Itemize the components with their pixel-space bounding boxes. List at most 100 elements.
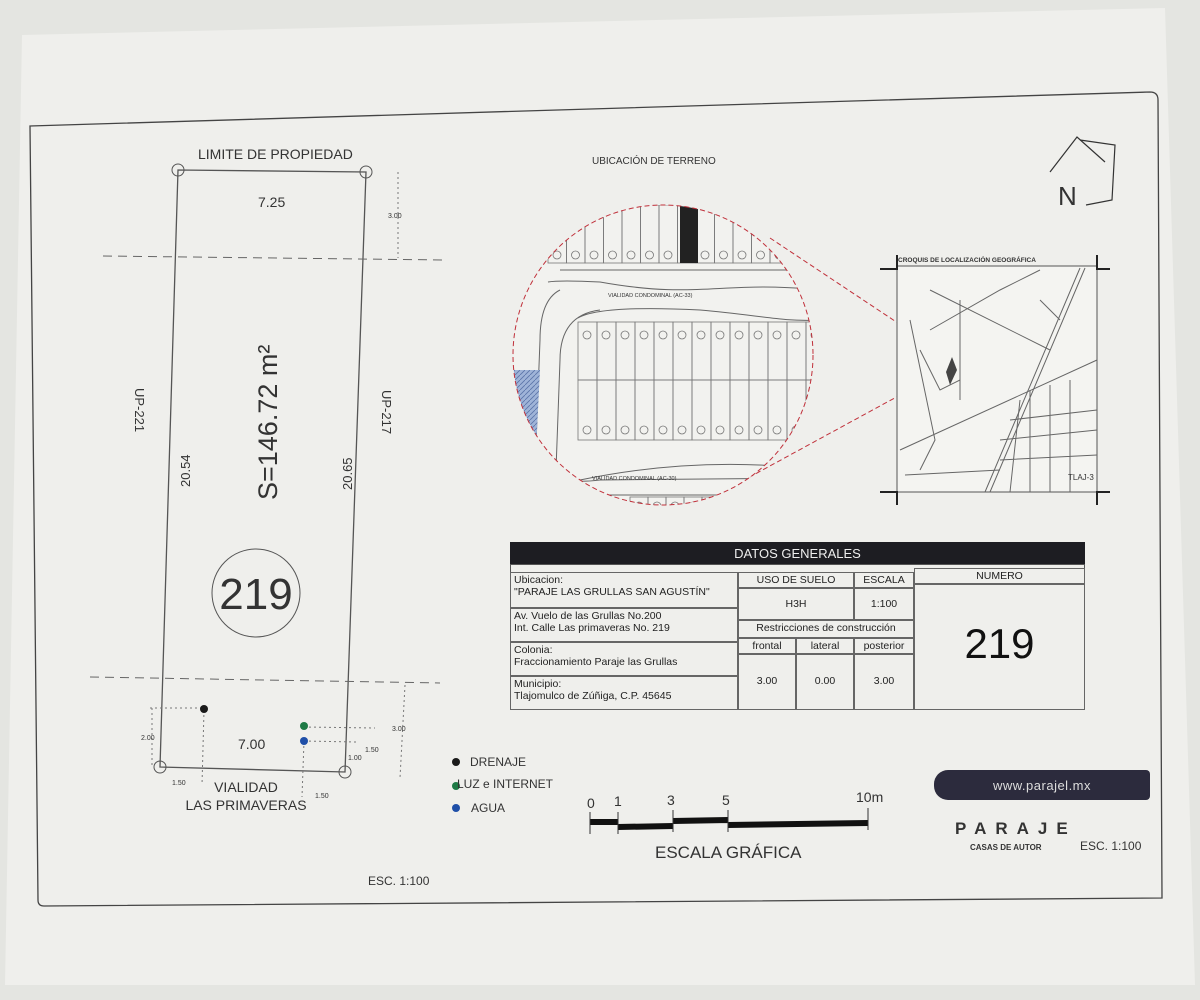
lot-outline (620, 425, 630, 435)
uso-suelo-value: H3H (738, 588, 854, 620)
left-length-dim: 20.54 (178, 454, 193, 487)
paraje-logo: PARAJE (955, 819, 1077, 838)
scale-tick-3: 3 (667, 792, 675, 808)
lot-outline (772, 425, 782, 435)
lot-outline (719, 250, 728, 260)
lot-outline (715, 425, 725, 435)
area-label: S=146.72 m² (253, 345, 283, 500)
lot-outline (700, 250, 710, 260)
water-point (300, 737, 308, 745)
locator-map: CROQUIS DE LOCALIZACIÓN GEOGRÁFICA TLAJ-… (880, 255, 1110, 505)
legend-luz-internet: LUZ e INTERNET (457, 777, 554, 791)
dim-1-50-c: 1.50 (365, 747, 379, 754)
lot-outline (753, 330, 763, 340)
colonia-value: Fraccionamiento Paraje las Grullas (514, 656, 678, 668)
lot-outline (772, 330, 782, 340)
colonia-label: Colonia: (514, 644, 553, 656)
locator-map-title: CROQUIS DE LOCALIZACIÓN GEOGRÁFICA (898, 255, 1036, 264)
numero-label: NUMERO (914, 568, 1085, 584)
graphic-scale: 0 1 3 5 10m ESCALA GRÁFICA (587, 789, 883, 862)
lot-outline (601, 425, 611, 435)
ubicacion-label: Ubicacion: (514, 574, 564, 586)
brand-tagline: CASAS DE AUTOR (970, 843, 1042, 852)
power-internet-point (300, 722, 308, 730)
property-plot: LIMITE DE PROPIEDAD 3.00 7.25 20.54 20.6… (89, 146, 446, 888)
colonia-cell: Colonia: Fraccionamiento Paraje las Grul… (510, 642, 738, 676)
lateral-label: lateral (796, 638, 854, 654)
lot-outline (791, 330, 801, 340)
lot-outline (696, 330, 706, 340)
frontal-value: 3.00 (738, 654, 796, 710)
lot-outline (552, 250, 562, 260)
front-setback-dim: 3.00 (392, 726, 406, 733)
street-name-1: VIALIDAD (214, 779, 278, 795)
lateral-value: 0.00 (796, 654, 854, 710)
lot-outline (601, 330, 611, 340)
lot-outline (737, 250, 747, 260)
lot-outline (658, 425, 668, 435)
legend-dot-drenaje (452, 758, 460, 766)
lot-outline (658, 330, 668, 340)
rear-setback-dim: 3.00 (388, 213, 402, 220)
right-length-dim: 20.65 (340, 457, 355, 490)
lot-number-circle (211, 548, 301, 638)
posterior-value: 3.00 (854, 654, 914, 710)
frontal-label: frontal (738, 638, 796, 654)
lot-outline (645, 250, 654, 260)
legend-drenaje: DRENAJE (470, 755, 526, 769)
utilities-legend: DRENAJE LUZ e INTERNET AGUA (452, 755, 554, 815)
scale-tick-5: 5 (722, 792, 730, 808)
locator-map-label: TLAJ-3 (1068, 473, 1094, 482)
municipio-value: Tlajomulco de Zúñiga, C.P. 45645 (514, 690, 672, 702)
street-label-ac30: VIALIDAD CONDOMINAL (AC-30) (592, 476, 677, 482)
lot-outline (634, 501, 644, 505)
lot-outline (670, 501, 680, 505)
street-label-ac33: VIALIDAD CONDOMINAL (AC-33) (608, 293, 693, 299)
escala-value: 1:100 (854, 588, 914, 620)
dim-1-00: 1.00 (348, 755, 362, 762)
lot-outline (665, 496, 685, 505)
restricciones-label: Restricciones de construcción (738, 620, 914, 638)
plot-title: LIMITE DE PROPIEDAD (198, 146, 353, 162)
scale-tick-10m: 10m (856, 789, 883, 805)
drainage-point (200, 705, 208, 713)
lot-outline (620, 330, 630, 340)
dim-1-50-a: 1.50 (172, 780, 186, 787)
lot-outline (647, 496, 667, 505)
numero-value: 219 (914, 584, 1085, 710)
bottom-width-dim: 7.00 (238, 736, 265, 752)
location-detail: UBICACIÓN DE TERRENO VIALIDAD CONDOMINAL… (512, 154, 947, 506)
lot-outline (715, 330, 725, 340)
address-line-2: Int. Calle Las primaveras No. 219 (514, 622, 670, 634)
scale-tick-1: 1 (614, 793, 622, 809)
top-width-dim: 7.25 (258, 194, 285, 210)
paper-sheet (5, 8, 1195, 985)
dim-1-50-b: 1.50 (315, 793, 329, 800)
drawing-frame (29, 91, 1163, 907)
location-title: UBICACIÓN DE TERRENO (592, 154, 716, 167)
ubicacion-value: "PARAJE LAS GRULLAS SAN AGUSTÍN" (514, 586, 710, 598)
legend-dot-agua (452, 804, 460, 812)
scale-title: ESCALA GRÁFICA (655, 843, 802, 862)
right-neighbor: UP-217 (379, 390, 394, 434)
posterior-label: posterior (854, 638, 914, 654)
lot-number: 219 (219, 570, 292, 619)
website-badge: www.parajel.mx (934, 770, 1150, 800)
lot-outline (696, 425, 706, 435)
lot-outline (639, 330, 649, 340)
lot-outline (734, 330, 744, 340)
legend-dot-luz (452, 782, 460, 790)
legend-agua: AGUA (471, 801, 505, 815)
lot-outline (753, 425, 763, 435)
scale-tick-0: 0 (587, 795, 595, 811)
table-header: DATOS GENERALES (510, 542, 1085, 564)
lot-outline (756, 250, 765, 260)
lot-outline (582, 330, 592, 340)
dim-2-00: 2.00 (141, 735, 155, 742)
left-neighbor: UP-221 (132, 388, 147, 432)
north-arrow-icon: N (1049, 136, 1116, 211)
lot-outline (626, 250, 636, 260)
lot-outline (683, 496, 703, 505)
brand-scale: ESC. 1:100 (1080, 839, 1142, 853)
north-letter: N (1058, 181, 1077, 211)
